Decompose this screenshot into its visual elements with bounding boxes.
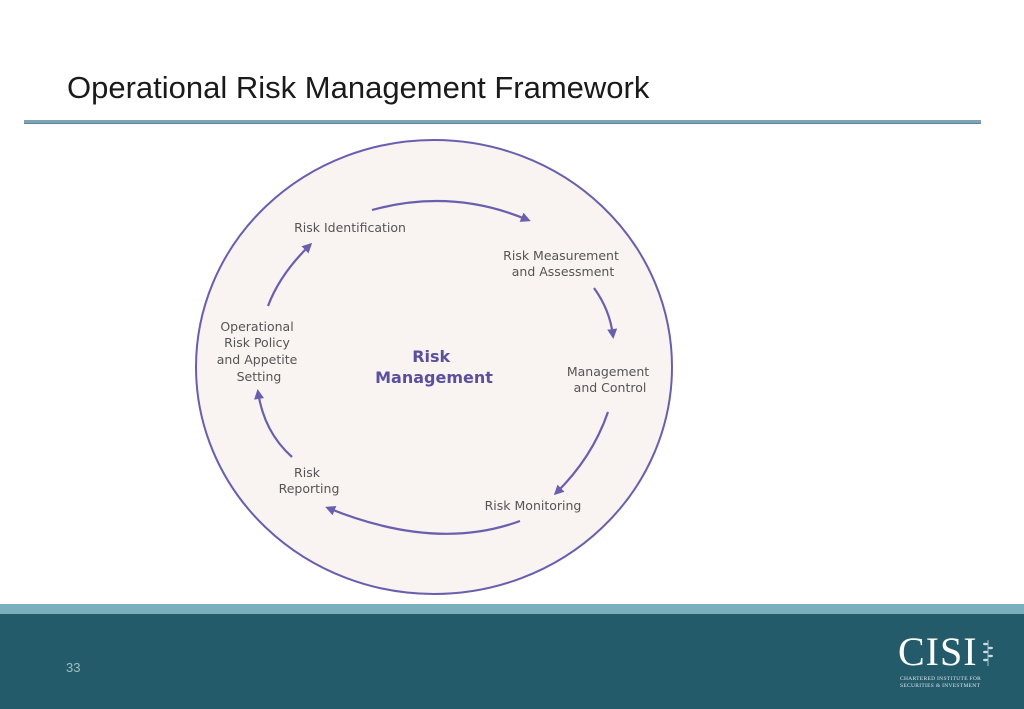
arrow-reporting-to-policy: [254, 389, 293, 458]
node-label-line: Risk Measurement: [503, 248, 619, 263]
arrow-identification-to-measurement: [371, 199, 531, 222]
node-policy-setting: Operational Risk Policy and Appetite Set…: [217, 319, 302, 384]
title-divider: [24, 120, 981, 124]
node-label-line: and Appetite: [217, 352, 298, 367]
node-management-control: Management and Control: [567, 364, 653, 395]
node-label-line: Reporting: [279, 481, 340, 496]
arrow-monitoring-to-reporting: [325, 506, 521, 535]
node-risk-monitoring: Risk Monitoring: [485, 498, 582, 513]
node-label-line: Risk Policy: [224, 335, 290, 350]
node-risk-identification: Risk Identification: [294, 220, 406, 235]
node-risk-reporting: Risk Reporting: [279, 465, 340, 496]
node-label-line: Risk: [294, 465, 321, 480]
footer-band: [0, 614, 1024, 709]
node-label-line: Management: [567, 364, 649, 379]
center-label-line: Risk: [412, 347, 450, 366]
node-label-line: and Assessment: [512, 264, 615, 279]
arrow-measurement-to-management: [593, 287, 618, 339]
center-label-line: Management: [375, 368, 493, 387]
node-label-line: Risk Identification: [294, 220, 406, 235]
node-label-line: and Control: [574, 380, 647, 395]
logo-subtitle: CHARTERED INSTITUTE FOR SECURITIES & INV…: [900, 676, 982, 689]
page-number: 33: [66, 660, 81, 675]
arrow-policy-to-identification: [266, 242, 313, 307]
node-label-line: Setting: [237, 369, 282, 384]
cisi-logo: CISI CHARTERED INSTITUTE FOR SECURITIES …: [898, 630, 998, 692]
laurel-icon: [983, 640, 993, 666]
footer-stripe: [0, 604, 1024, 614]
outer-circle: [195, 139, 673, 595]
logo-wordmark: CISI: [898, 629, 978, 674]
node-label-line: Operational: [220, 319, 293, 334]
center-label: Risk Management: [375, 347, 493, 387]
node-risk-measurement: Risk Measurement and Assessment: [503, 248, 623, 279]
node-label-line: Risk Monitoring: [485, 498, 582, 513]
arrow-management-to-monitoring: [553, 411, 610, 496]
slide-title: Operational Risk Management Framework: [67, 70, 650, 105]
